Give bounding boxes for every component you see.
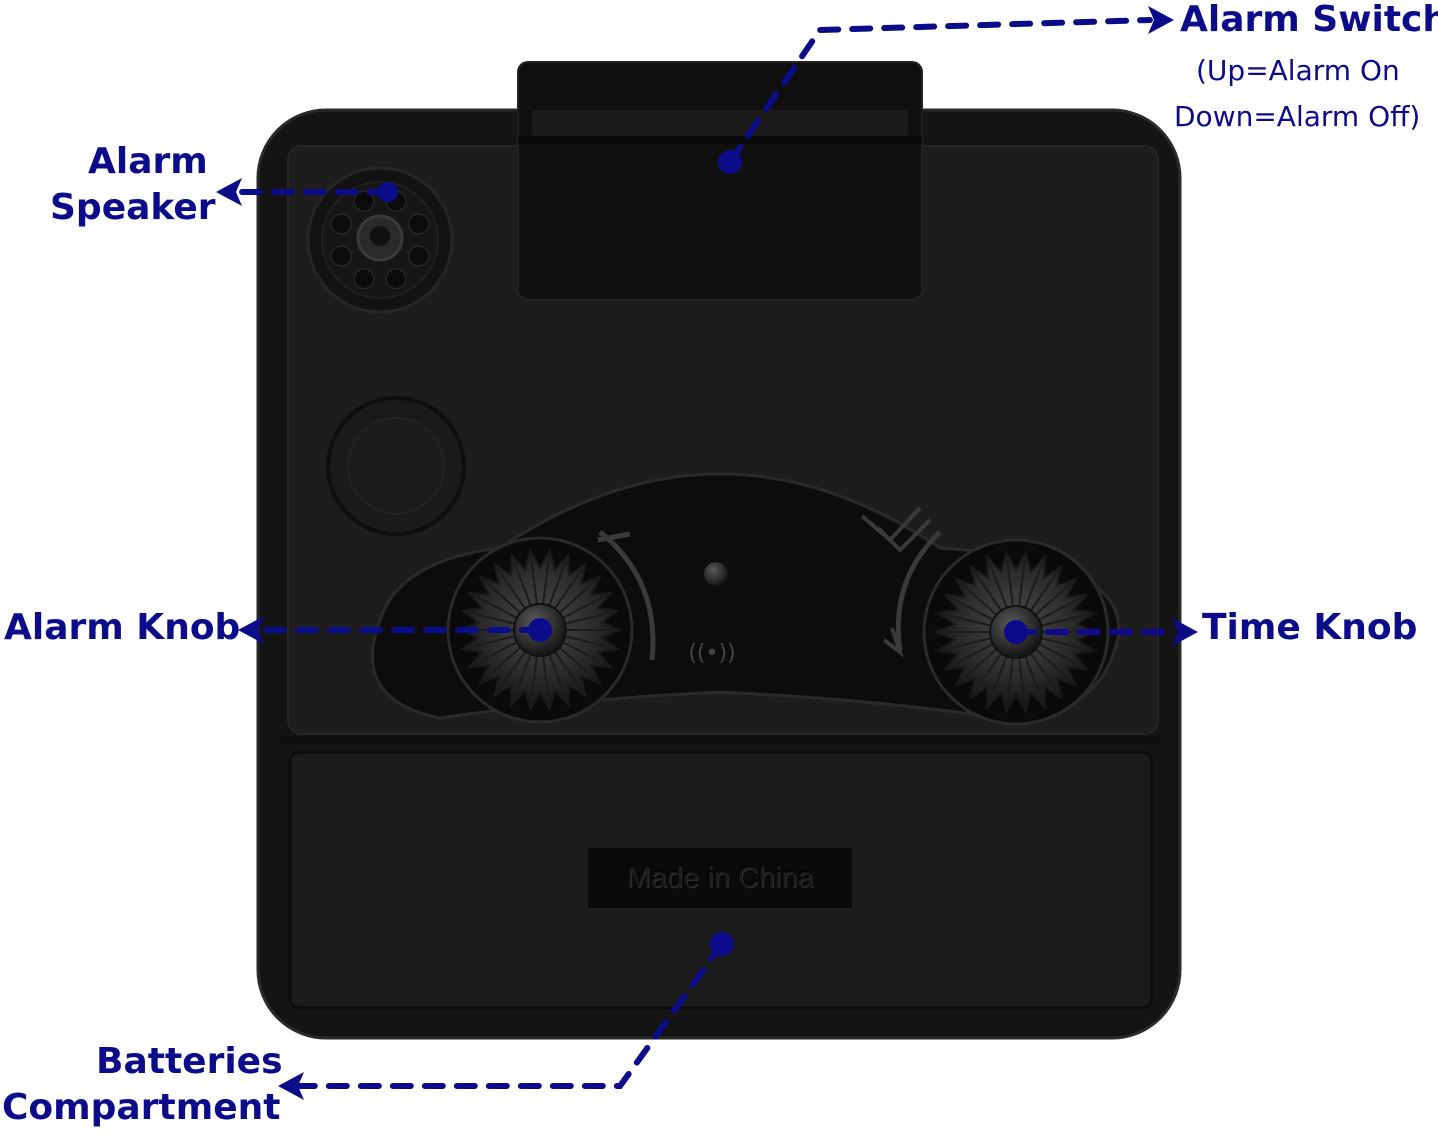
alarm-switch-slot <box>532 110 908 136</box>
alarm-sound-icon: ((•)) <box>688 641 735 666</box>
label-alarm-switch-note-1: (Up=Alarm On <box>1196 54 1400 87</box>
leader-alarm-switch <box>727 17 1153 165</box>
arrow-alarm-switch <box>1148 6 1174 34</box>
speaker-hole <box>330 245 352 267</box>
label-batteries-2: Compartment <box>2 1087 281 1128</box>
arrow-time-knob <box>1172 618 1198 646</box>
label-alarm-speaker-2: Speaker <box>50 187 216 228</box>
speaker-grille <box>306 166 454 314</box>
label-alarm-speaker-1: Alarm <box>88 141 208 182</box>
dot-batteries <box>710 932 734 956</box>
time-set-icon <box>860 506 932 553</box>
alarm-switch-tab <box>517 61 923 301</box>
arrow-alarm-speaker <box>216 178 242 206</box>
made-in-china-label: Made in China <box>586 846 854 910</box>
panel-divider <box>280 736 1160 744</box>
alarm-rotate-arc <box>598 530 656 661</box>
arrow-batteries <box>278 1072 304 1100</box>
dot-alarm-switch <box>718 150 742 174</box>
label-batteries-1: Batteries <box>96 1041 283 1082</box>
speaker-hole <box>408 213 430 235</box>
alarm-switch-lip <box>518 136 922 144</box>
time-rotate-arc <box>895 530 942 651</box>
label-alarm-switch: Alarm Switch <box>1180 0 1438 40</box>
speaker-hole <box>408 245 430 267</box>
arrow-alarm-knob <box>238 616 264 644</box>
leader-batteries <box>297 941 725 1089</box>
label-alarm-knob: Alarm Knob <box>4 607 241 648</box>
speaker-hole <box>353 268 375 290</box>
label-time-knob: Time Knob <box>1202 607 1418 648</box>
center-pin <box>704 562 728 586</box>
speaker-hole <box>330 213 352 235</box>
dot-alarm-speaker <box>378 182 398 202</box>
label-alarm-switch-note-2: Down=Alarm Off) <box>1174 100 1421 133</box>
dot-time-knob <box>1004 620 1028 644</box>
speaker-hole <box>385 268 407 290</box>
dot-alarm-knob <box>528 618 552 642</box>
speaker-hole <box>353 190 375 212</box>
